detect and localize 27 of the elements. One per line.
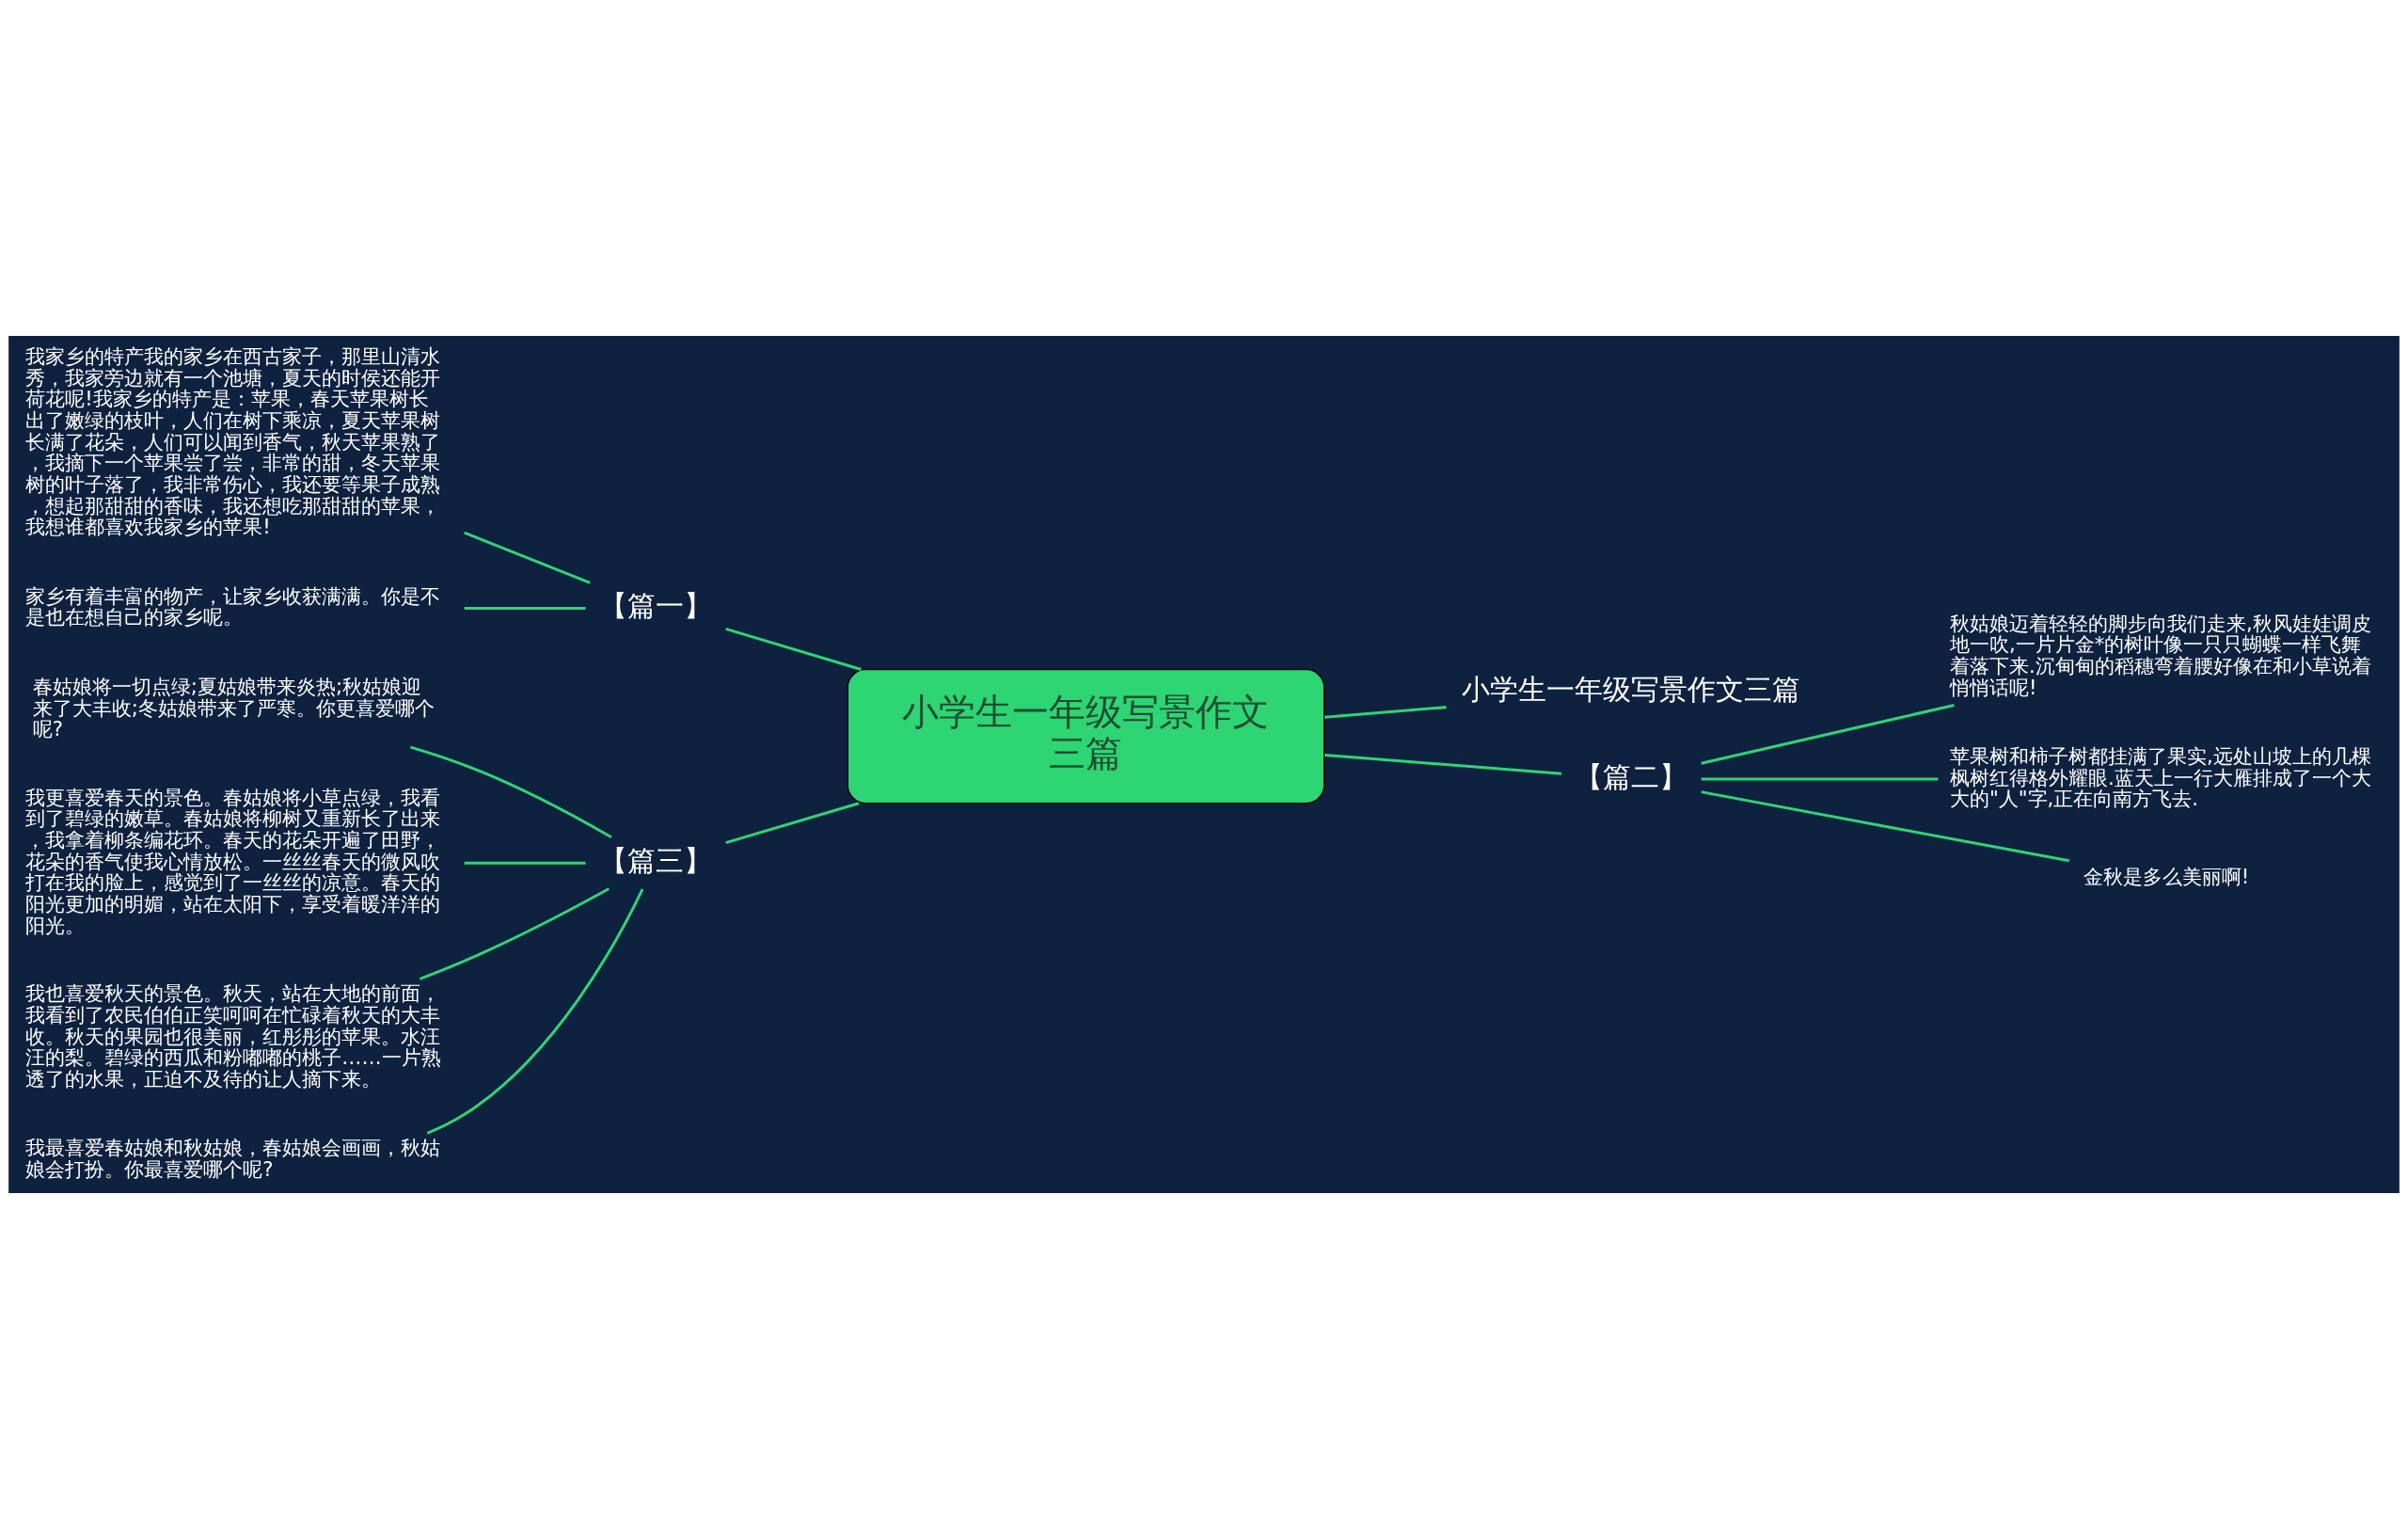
node-box: 小学生一年级写景作文三篇 [847,668,1325,804]
connector [1324,753,1562,775]
node-text: 我家乡的特产我的家乡在西古家子，那里山清水秀，我家旁边就有一个池塘，夏天的时侯还能开荷花呢!我家乡的特产是：苹果，春天苹果树长出了嫩绿的枝叶，人们在树下乘凉，夏天苹果树长满了花朵，人们可以闻到香气，秋天苹果熟了，我摘下一个苹果尝了尝，非常的甜，冬天苹果树的叶子落了，我非常伤心，我还要等果子成熟，想起那甜甜的香味，我还想吃那甜甜的苹果，我想谁都喜欢我家乡的苹果! [25,344,441,539]
connector [1324,706,1447,719]
node-text: 【篇二】 [1575,759,1688,793]
connector [1701,777,1939,781]
node-text: 苹果树和柿子树都挂满了果实,远处山坡上的几棵枫树红得格外耀眼.蓝天上一行大雁排成了一个大大的"人"字,正在向南方飞去. [1950,743,2371,811]
connector [419,887,610,980]
connector [464,531,591,584]
connector [464,861,586,865]
node-text: 我最喜爱春姑娘和秋姑娘，春姑娘会画画，秋姑娘会打扮。你最喜爱哪个呢? [25,1136,441,1182]
connector [410,745,612,839]
connector [725,627,862,671]
node-text: 秋姑娘迈着轻轻的脚步向我们走来,秋风娃娃调皮地一吹,一片片金*的树叶像一只只蝴蝶一样飞舞着落下来.沉甸甸的稻穗弯着腰好像在和小草说着悄悄话呢! [1950,611,2371,699]
node-text: 我更喜爱春天的景色。春姑娘将小草点绿，我看到了碧绿的嫩草。春姑娘将柳树又重新长了出来，我拿着柳条编花环。春天的花朵开遍了田野，花朵的香气使我心情放松。一丝丝春天的微风吹打在我的脸上，感觉到了一丝丝的凉意。春天的阳光更加的明媚，站在太阳下，享受着暖洋洋的阳光。 [25,785,441,937]
connector [1701,703,1955,765]
node-text: 【篇三】 [599,843,713,877]
node-text: 春姑娘将一切点绿;夏姑娘带来炎热;秋姑娘迎来了大丰收;冬姑娘带来了严寒。你更喜爱哪个呢? [32,674,435,741]
node-text: 家乡有着丰富的物产，让家乡收获满满。你是不是也在想自己的家乡呢。 [25,583,441,629]
node-text: 我也喜爱秋天的景色。秋天，站在大地的前面，我看到了农民伯伯正笑呵呵在忙碌着秋天的大丰收。秋天的果园也很美丽，红彤彤的苹果。水汪汪的梨。碧绿的西瓜和粉嘟嘟的桃子……一片熟透了的水果，正迫不及待的让人摘下来。 [25,981,441,1091]
connector [426,888,644,1135]
connector [725,802,860,845]
node-text: 金秋是多么美丽啊! [2083,865,2250,889]
connector [1701,790,2069,863]
node-text: 小学生一年级写景作文三篇 [1462,673,1801,707]
connector [464,607,586,611]
node-text: 【篇一】 [599,589,713,623]
